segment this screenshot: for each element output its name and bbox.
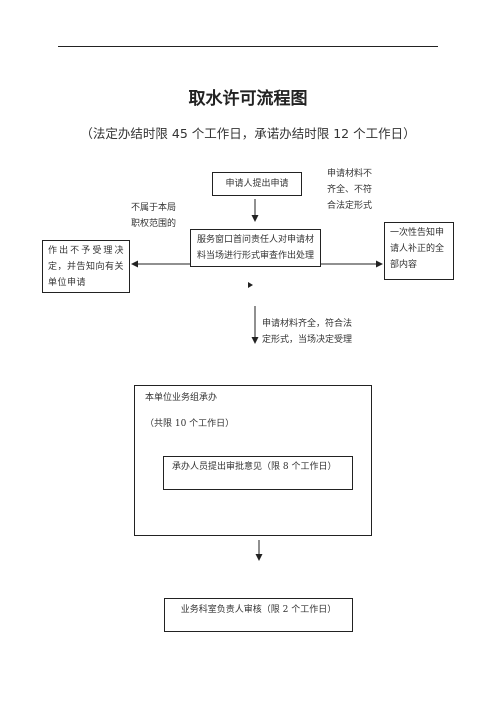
node-apply: 申请人提出申请 xyxy=(212,172,302,196)
label-incomplete: 申请材料不 齐全、不符 合法定形式 xyxy=(327,166,397,214)
node-supplement: 一次性告知申请人补正的全部内容 xyxy=(384,222,454,280)
top-rule xyxy=(58,46,438,47)
group-title: 本单位业务组承办 xyxy=(145,393,218,403)
node-business-group: 本单位业务组承办 （共限 10 个工作日） 承办人员提出审批意见（限 8 个工作… xyxy=(134,385,372,536)
label-incomplete-line3: 合法定形式 xyxy=(327,201,373,211)
label-accepted: 申请材料齐全，符合法 定形式，当场决定受理 xyxy=(262,316,382,348)
label-accepted-line2: 定形式，当场决定受理 xyxy=(262,335,353,345)
page-title: 取水许可流程图 xyxy=(188,89,308,109)
label-not-in-scope-line1: 不属于本局 xyxy=(131,203,177,213)
group-time-limit: （共限 10 个工作日） xyxy=(145,419,235,429)
node-reject: 作出不予受理决定，并告知向有关单位申请 xyxy=(42,240,130,293)
label-incomplete-line1: 申请材料不 xyxy=(327,169,373,179)
label-accepted-line1: 申请材料齐全，符合法 xyxy=(262,319,353,329)
small-pointer xyxy=(248,282,253,288)
label-not-in-scope-line2: 职权范围的 xyxy=(131,219,177,229)
label-not-in-scope: 不属于本局 职权范围的 xyxy=(131,200,191,232)
node-window-review: 服务窗口首问责任人对申请材料当场进行形式审查作出处理 xyxy=(190,229,321,267)
node-handler-opinion: 承办人员提出审批意见（限 8 个工作日） xyxy=(163,456,353,490)
node-dept-review: 业务科室负责人审核（限 2 个工作日） xyxy=(164,598,353,632)
page-subtitle: （法定办结时限 45 个工作日，承诺办结时限 12 个工作日） xyxy=(80,126,416,141)
label-incomplete-line2: 齐全、不符 xyxy=(327,185,373,195)
